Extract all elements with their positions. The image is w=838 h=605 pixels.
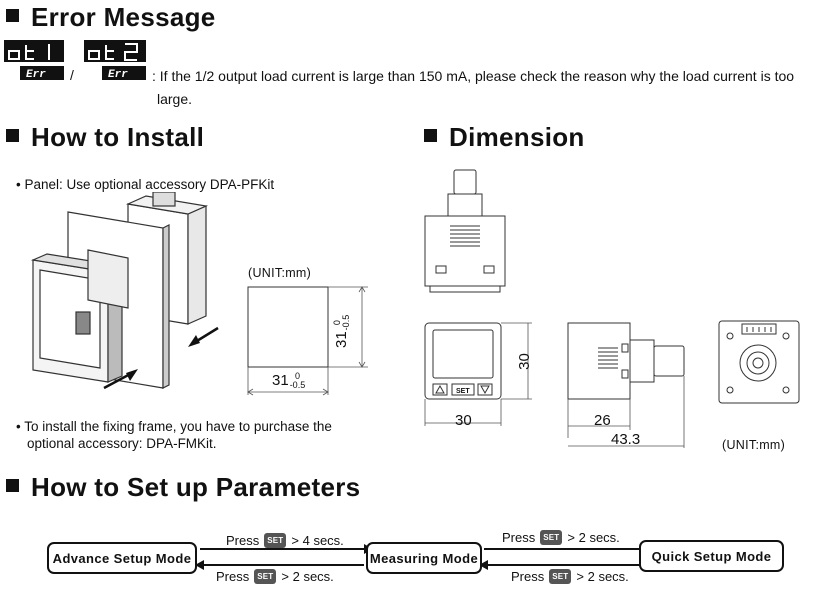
segment-display-ot2: Err [84,40,146,82]
error-message-line2: large. [157,91,193,107]
top-view-drawing [420,168,520,298]
sensor-top-view-icon [424,169,506,293]
square-bullet-icon [6,129,19,142]
panel-note: Panel: Use optional accessory DPA-PFKit [16,175,274,194]
set-key-icon: SET [264,533,287,548]
segment-display-ot1-icon: Err [4,40,64,81]
install-illustration [28,191,228,400]
front-height-label: 30 [515,353,533,370]
fixing-note-line2: optional accessory: DPA-FMKit. [27,436,217,451]
setup-parameters-heading: How to Set up Parameters [6,472,360,503]
front-width-label: 30 [455,412,472,429]
error-separator: / [70,67,74,83]
side-depth-label: 26 [594,412,611,429]
dimension-heading: Dimension [424,122,585,153]
panel-cutout-dimension-icon [247,286,368,396]
install-unit-label: (UNIT:mm) [248,266,312,280]
sensor-front-view-icon: SET [424,322,532,426]
side-view-drawing [560,318,700,453]
square-bullet-icon [6,9,19,22]
panel-cutout-diagram [240,280,370,398]
set-key-icon: SET [540,530,563,545]
sensor-side-view-icon [567,322,685,448]
how-to-install-heading: How to Install [6,122,204,153]
error-message-heading: Error Message [6,2,216,33]
front-view-drawing: SET [420,318,538,428]
rear-view-drawing [716,318,802,408]
error-message-line1: : If the 1/2 output load current is larg… [152,68,795,84]
fixing-note-line1: To install the fixing frame, you have to… [16,417,332,436]
dimension-unit-label: (UNIT:mm) [722,438,786,452]
measuring-mode-box: Measuring Mode [366,542,482,574]
segment-display-ot2-icon: Err [84,40,146,81]
advance-setup-mode-box: Advance Setup Mode [47,542,197,574]
segment-display-ot1: Err [4,40,64,82]
sensor-rear-view-icon [718,320,800,404]
square-bullet-icon [424,129,437,142]
svg-text:Err: Err [26,69,46,81]
square-bullet-icon [6,479,19,492]
set-key-icon: SET [549,569,572,584]
set-key-label: SET [456,388,470,395]
quick-setup-mode-box: Quick Setup Mode [639,540,784,572]
total-depth-label: 43.3 [611,431,641,448]
panel-mount-illustration-icon [30,191,219,390]
set-key-icon: SET [254,569,277,584]
svg-text:Err: Err [108,69,128,81]
